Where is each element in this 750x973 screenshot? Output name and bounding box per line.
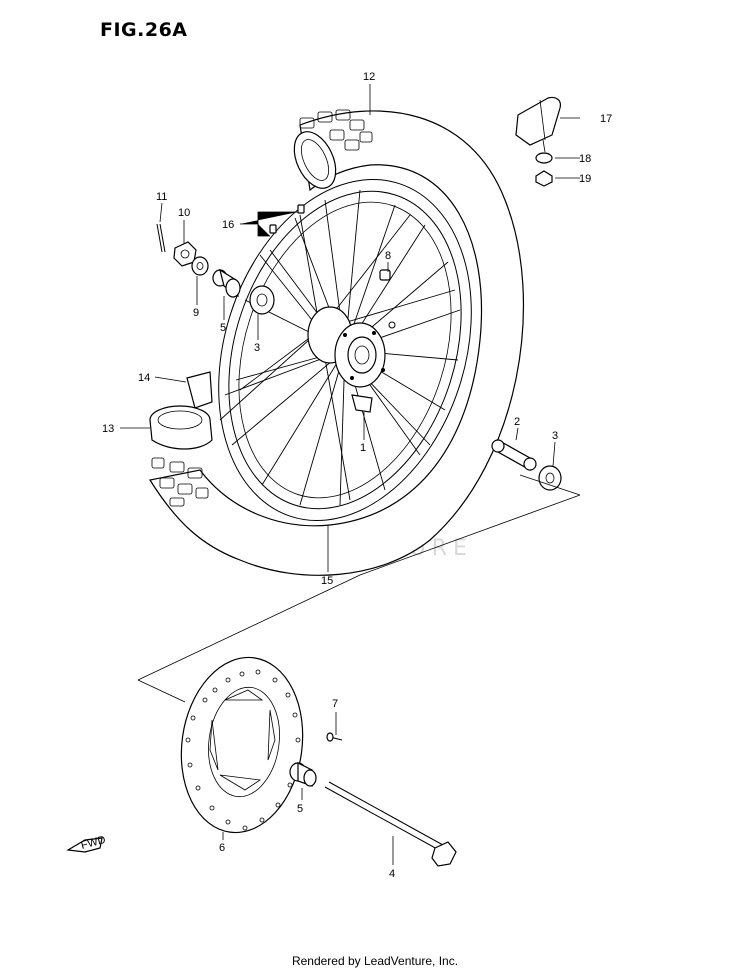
callout-4: 4	[389, 868, 395, 880]
callout-1: 1	[360, 442, 366, 454]
callout-6: 6	[219, 842, 225, 854]
bearing-right[interactable]	[538, 465, 562, 491]
callout-17: 17	[600, 113, 612, 125]
callout-10: 10	[178, 207, 190, 219]
collar-left[interactable]	[212, 268, 241, 298]
hub[interactable]	[307, 306, 396, 413]
tire-tread-top	[299, 109, 373, 151]
callout-5a: 5	[220, 322, 226, 334]
callout-15: 15	[321, 575, 333, 587]
callout-2: 2	[514, 416, 520, 428]
washer[interactable]	[191, 256, 209, 276]
spacer[interactable]	[491, 438, 537, 472]
callout-18: 18	[579, 153, 591, 165]
collar-right[interactable]	[289, 762, 317, 787]
tire[interactable]	[149, 109, 525, 576]
cotter-pin[interactable]	[156, 223, 166, 253]
rim-lock[interactable]	[515, 96, 561, 153]
wheel-parts-diagram: LEADVENTURE	[66, 71, 612, 880]
callout-3b: 3	[552, 430, 558, 442]
balance-weight[interactable]	[379, 269, 391, 281]
disc-bolt[interactable]	[326, 732, 343, 742]
callout-8: 8	[385, 250, 391, 262]
fwd-arrow: FWD	[66, 834, 107, 853]
leader-lines	[120, 84, 580, 865]
brake-disc[interactable]	[170, 650, 313, 841]
callout-7: 7	[332, 698, 338, 710]
tube[interactable]	[149, 405, 213, 450]
rim-lock-nut[interactable]	[535, 170, 553, 187]
axle[interactable]	[324, 781, 457, 867]
callouts: 12 17 18 19 11 10 16 8 9 5 3 14 13 1 2 3…	[102, 71, 612, 880]
footer-credit: Rendered by LeadVenture, Inc.	[291, 954, 459, 968]
callout-16: 16	[222, 219, 234, 231]
callout-12: 12	[363, 71, 375, 83]
spoke-nipples[interactable]	[269, 204, 305, 234]
callout-19: 19	[579, 173, 591, 185]
figure-title: FIG.26A	[100, 19, 188, 41]
tire-tread-bottom	[151, 457, 209, 507]
callout-11: 11	[156, 191, 167, 203]
rim-lock-washer[interactable]	[535, 152, 553, 164]
callout-9: 9	[193, 307, 199, 319]
bearing-left[interactable]	[249, 285, 275, 315]
callout-5b: 5	[297, 803, 303, 815]
rim[interactable]	[177, 146, 513, 553]
explode-lines	[137, 474, 581, 703]
rim-band[interactable]	[186, 371, 213, 409]
callout-3a: 3	[254, 342, 260, 354]
callout-14: 14	[138, 372, 150, 384]
callout-13: 13	[102, 423, 114, 435]
